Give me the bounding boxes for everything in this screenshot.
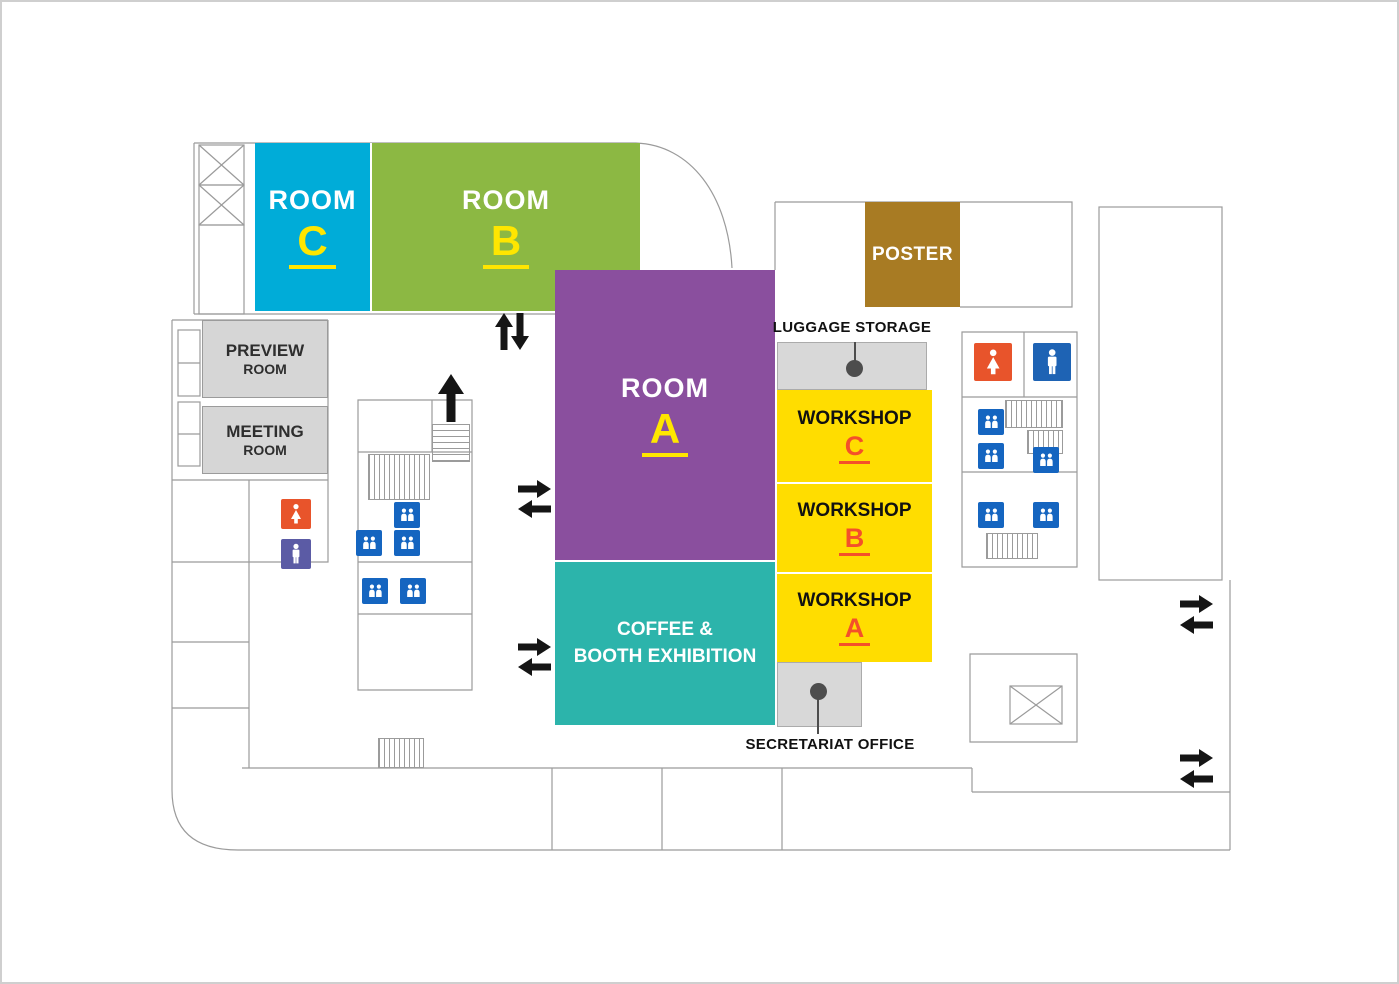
- room-c-label: ROOM: [268, 184, 357, 215]
- stairs: [378, 738, 424, 768]
- room-a: ROOM A: [555, 270, 775, 560]
- elevator-icon: [978, 443, 1004, 469]
- room-c: ROOM C: [255, 143, 370, 311]
- elevator-icon: [400, 578, 426, 604]
- poster-label: POSTER: [871, 243, 954, 265]
- entrance-arrows: [438, 313, 1213, 788]
- room-b-label: ROOM: [462, 184, 550, 215]
- room-a-letter: A: [641, 406, 689, 458]
- workshop-a-letter: A: [838, 614, 871, 647]
- door-dot: [846, 360, 863, 377]
- coffee-label-line2: BOOTH EXHIBITION: [573, 645, 757, 667]
- elevator-icon: [1033, 502, 1059, 528]
- right-arrow: [518, 638, 551, 656]
- elevator-icon: [1033, 447, 1059, 473]
- right-arrow: [518, 480, 551, 498]
- coffee-label-line1: COFFEE &: [616, 618, 714, 640]
- female-restroom-icon: [281, 499, 311, 529]
- workshop-a: WORKSHOP A: [777, 572, 932, 662]
- secretariat-leader-line: [817, 698, 819, 734]
- room-b: ROOM B: [370, 143, 640, 311]
- door-dot: [810, 683, 827, 700]
- workshop-a-label: WORKSHOP: [797, 589, 912, 611]
- female-restroom-icon: [974, 343, 1012, 381]
- workshop-b-label: WORKSHOP: [797, 499, 912, 521]
- preview-room: PREVIEW ROOM: [202, 320, 328, 398]
- secretariat-office-label: SECRETARIAT OFFICE: [745, 736, 915, 753]
- left-arrow: [1180, 770, 1213, 788]
- workshop-c-label: WORKSHOP: [797, 407, 912, 429]
- stairs: [1005, 400, 1063, 428]
- elevator-icon: [978, 502, 1004, 528]
- workshop-c-letter: C: [838, 432, 871, 465]
- male-restroom-icon: [1033, 343, 1071, 381]
- elevator-icon: [394, 502, 420, 528]
- left-arrow: [1180, 616, 1213, 634]
- down-arrow: [511, 313, 529, 350]
- room-b-letter: B: [482, 218, 530, 270]
- room-a-label: ROOM: [621, 372, 709, 403]
- stairs: [368, 454, 430, 500]
- right-arrow: [1180, 749, 1213, 767]
- shaft-boxes: [177, 144, 1063, 725]
- coffee-booth-exhibition-area: COFFEE & BOOTH EXHIBITION: [555, 560, 775, 725]
- male-restroom-icon: [281, 539, 311, 569]
- elevator-icon: [356, 530, 382, 556]
- workshop-b-letter: B: [838, 524, 871, 557]
- up-arrow: [495, 313, 513, 350]
- building-walls: [171, 142, 1231, 851]
- elevator-icon: [394, 530, 420, 556]
- luggage-leader-line: [854, 342, 856, 362]
- right-arrow: [1180, 595, 1213, 613]
- meeting-room-label-line2: ROOM: [243, 442, 287, 458]
- room-c-letter: C: [289, 218, 336, 270]
- big-up-arrow: [438, 374, 464, 422]
- workshop-c: WORKSHOP C: [777, 390, 932, 482]
- workshop-b: WORKSHOP B: [777, 482, 932, 572]
- left-arrow: [518, 658, 551, 676]
- stairs: [432, 424, 470, 462]
- preview-room-label-line1: PREVIEW: [225, 341, 305, 360]
- meeting-room-label-line1: MEETING: [226, 422, 304, 441]
- luggage-storage-label: LUGGAGE STORAGE: [772, 319, 932, 336]
- meeting-room: MEETING ROOM: [202, 406, 328, 474]
- elevator-icon: [362, 578, 388, 604]
- stairs: [986, 533, 1038, 559]
- poster-area: POSTER: [865, 202, 960, 307]
- preview-room-label-line2: ROOM: [243, 361, 287, 377]
- elevator-icon: [978, 409, 1004, 435]
- left-arrow: [518, 500, 551, 518]
